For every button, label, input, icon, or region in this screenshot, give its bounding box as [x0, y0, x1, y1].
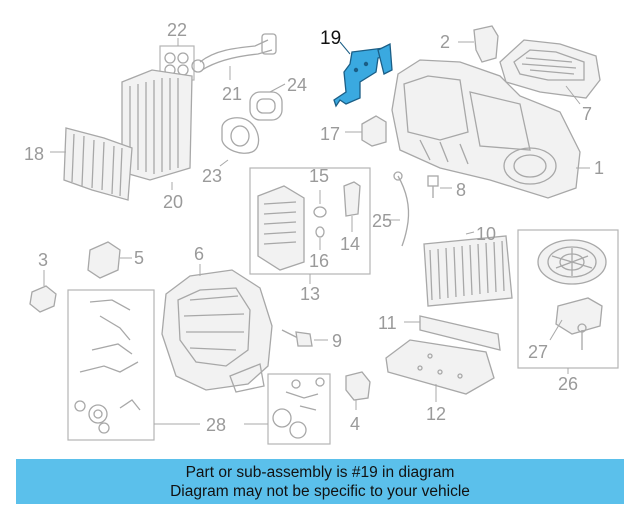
- part-20-heater-core: [121, 69, 193, 190]
- callout-28[interactable]: 28: [206, 415, 226, 435]
- callout-24[interactable]: 24: [287, 75, 307, 95]
- part-18-evaporator: [50, 127, 133, 201]
- callout-18[interactable]: 18: [24, 144, 44, 164]
- part-23-seal: [219, 117, 260, 167]
- callout-16[interactable]: 16: [309, 251, 329, 271]
- part-12-panel: [385, 339, 495, 402]
- callout-27[interactable]: 27: [528, 342, 548, 362]
- callout-22[interactable]: 22: [167, 20, 187, 40]
- part-8-screw: [427, 175, 452, 198]
- callout-11[interactable]: 11: [378, 313, 397, 333]
- callout-26[interactable]: 26: [558, 374, 578, 394]
- callout-6[interactable]: 6: [194, 244, 204, 264]
- callout-7[interactable]: 7: [582, 104, 592, 124]
- part-25-tube: [384, 171, 410, 247]
- part-7-housing-cover: [499, 39, 601, 105]
- callout-13[interactable]: 13: [300, 284, 320, 304]
- part-11-bracket: [404, 315, 501, 351]
- callout-12[interactable]: 12: [426, 404, 446, 424]
- banner-line-1: Part or sub-assembly is #19 in diagram: [185, 464, 455, 481]
- callout-1[interactable]: 1: [594, 158, 604, 178]
- callout-2[interactable]: 2: [440, 32, 450, 52]
- part-19-bracket-highlighted[interactable]: [333, 41, 393, 108]
- part-13-assembly-box: [249, 167, 371, 284]
- callout-17[interactable]: 17: [320, 124, 340, 144]
- info-banner: Part or sub-assembly is #19 in diagram D…: [16, 459, 624, 504]
- callout-9[interactable]: 9: [332, 331, 342, 351]
- callout-10[interactable]: 10: [476, 224, 496, 244]
- callout-25[interactable]: 25: [372, 211, 392, 231]
- callout-8[interactable]: 8: [456, 180, 466, 200]
- callout-21[interactable]: 21: [222, 84, 242, 104]
- part-17-clip: [345, 115, 387, 147]
- part-6-lower-housing: [161, 264, 273, 393]
- part-4-clip: [345, 371, 371, 410]
- parts-diagram: 22 21 20 18 24 23 19: [24, 20, 619, 445]
- part-3-bracket: [29, 270, 57, 313]
- banner-line-2: Diagram may not be specific to your vehi…: [170, 483, 470, 500]
- part-24-gasket: [249, 83, 286, 121]
- part-28-linkage-box: [67, 289, 331, 445]
- callout-4[interactable]: 4: [350, 414, 360, 434]
- part-1-hvac-housing: [391, 59, 590, 199]
- callout-3[interactable]: 3: [38, 250, 48, 270]
- callout-15[interactable]: 15: [309, 166, 329, 186]
- callout-14[interactable]: 14: [340, 234, 360, 254]
- callout-19[interactable]: 19: [320, 28, 341, 49]
- part-26-blower-box: [517, 229, 619, 374]
- part-21-hose: [191, 33, 277, 80]
- part-9-sensor: [281, 329, 328, 347]
- callout-23[interactable]: 23: [202, 166, 222, 186]
- part-2-bracket: [458, 25, 499, 63]
- callout-20[interactable]: 20: [163, 192, 183, 212]
- callout-5[interactable]: 5: [134, 248, 144, 268]
- part-5-actuator: [87, 241, 132, 279]
- part-10-cabin-filter: [423, 231, 513, 307]
